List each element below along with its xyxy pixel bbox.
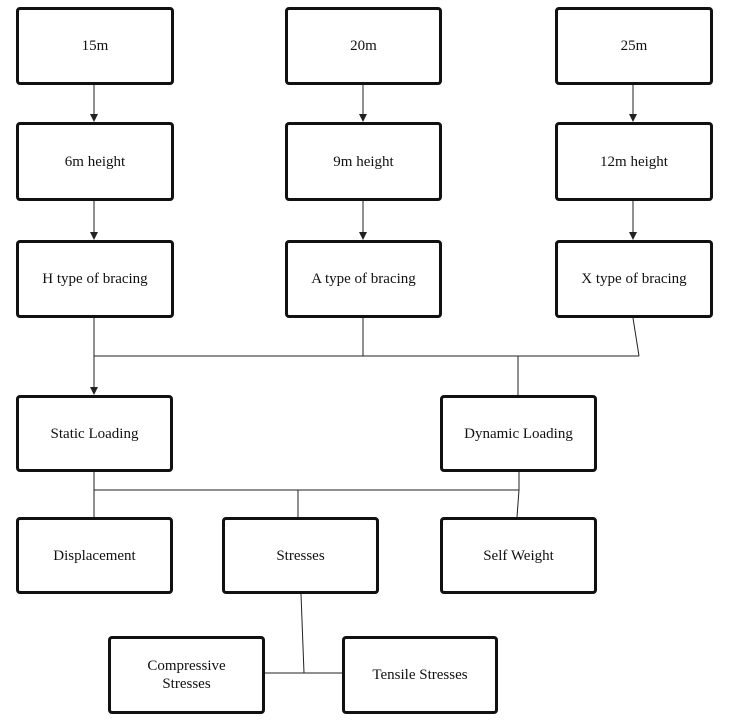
node-label: X type of bracing: [581, 271, 687, 287]
node-label: Self Weight: [483, 547, 554, 564]
arrowhead-h-bracing: [90, 232, 98, 240]
node-label: 12m height: [600, 153, 668, 170]
node-label-line2: Stresses: [162, 676, 211, 692]
node-label: Static Loading: [50, 425, 139, 442]
node-label: 6m height: [64, 153, 126, 170]
arrowhead-12m: [629, 114, 637, 122]
arrowhead-static-loading: [90, 387, 98, 395]
node-label: 25m: [620, 38, 648, 54]
node-static-loading: Static Loading: [16, 395, 173, 472]
node-height-6m: 6m height: [16, 122, 174, 201]
node-label: A type of bracing: [311, 271, 416, 287]
node-label: Tensile Stresses: [372, 667, 468, 683]
node-displacement: Displacement: [16, 517, 173, 594]
node-tensile-stresses: Tensile Stresses: [342, 636, 498, 714]
arrowhead-x-bracing: [629, 232, 637, 240]
node-label-line1: Compressive: [147, 658, 226, 674]
connector-to-self-weight: [516, 489, 520, 518]
node-x-type-bracing: X type of bracing: [555, 240, 713, 318]
node-compressive-stresses: Compressive Stresses: [108, 636, 265, 714]
node-span-25m: 25m: [555, 7, 713, 85]
node-self-weight: Self Weight: [440, 517, 597, 594]
node-label: Dynamic Loading: [464, 425, 573, 442]
node-stresses: Stresses: [222, 517, 379, 594]
node-label: Stresses: [276, 547, 325, 564]
node-span-20m: 20m: [285, 7, 442, 85]
node-span-15m: 15m: [16, 7, 174, 85]
node-label: Displacement: [53, 547, 136, 564]
node-label: 9m height: [333, 153, 394, 170]
arrowhead-a-bracing: [359, 232, 367, 240]
node-label: 15m: [81, 38, 109, 54]
node-h-type-bracing: H type of bracing: [16, 240, 174, 318]
arrowhead-9m: [359, 114, 367, 122]
arrowhead-6m: [90, 114, 98, 122]
node-label: H type of bracing: [42, 271, 148, 287]
node-a-type-bracing: A type of bracing: [285, 240, 442, 318]
connector-stresses-down: [300, 593, 305, 674]
node-dynamic-loading: Dynamic Loading: [440, 395, 597, 472]
connector-x-down: [632, 317, 640, 357]
node-height-12m: 12m height: [555, 122, 713, 201]
node-height-9m: 9m height: [285, 122, 442, 201]
node-label: 20m: [350, 38, 377, 54]
